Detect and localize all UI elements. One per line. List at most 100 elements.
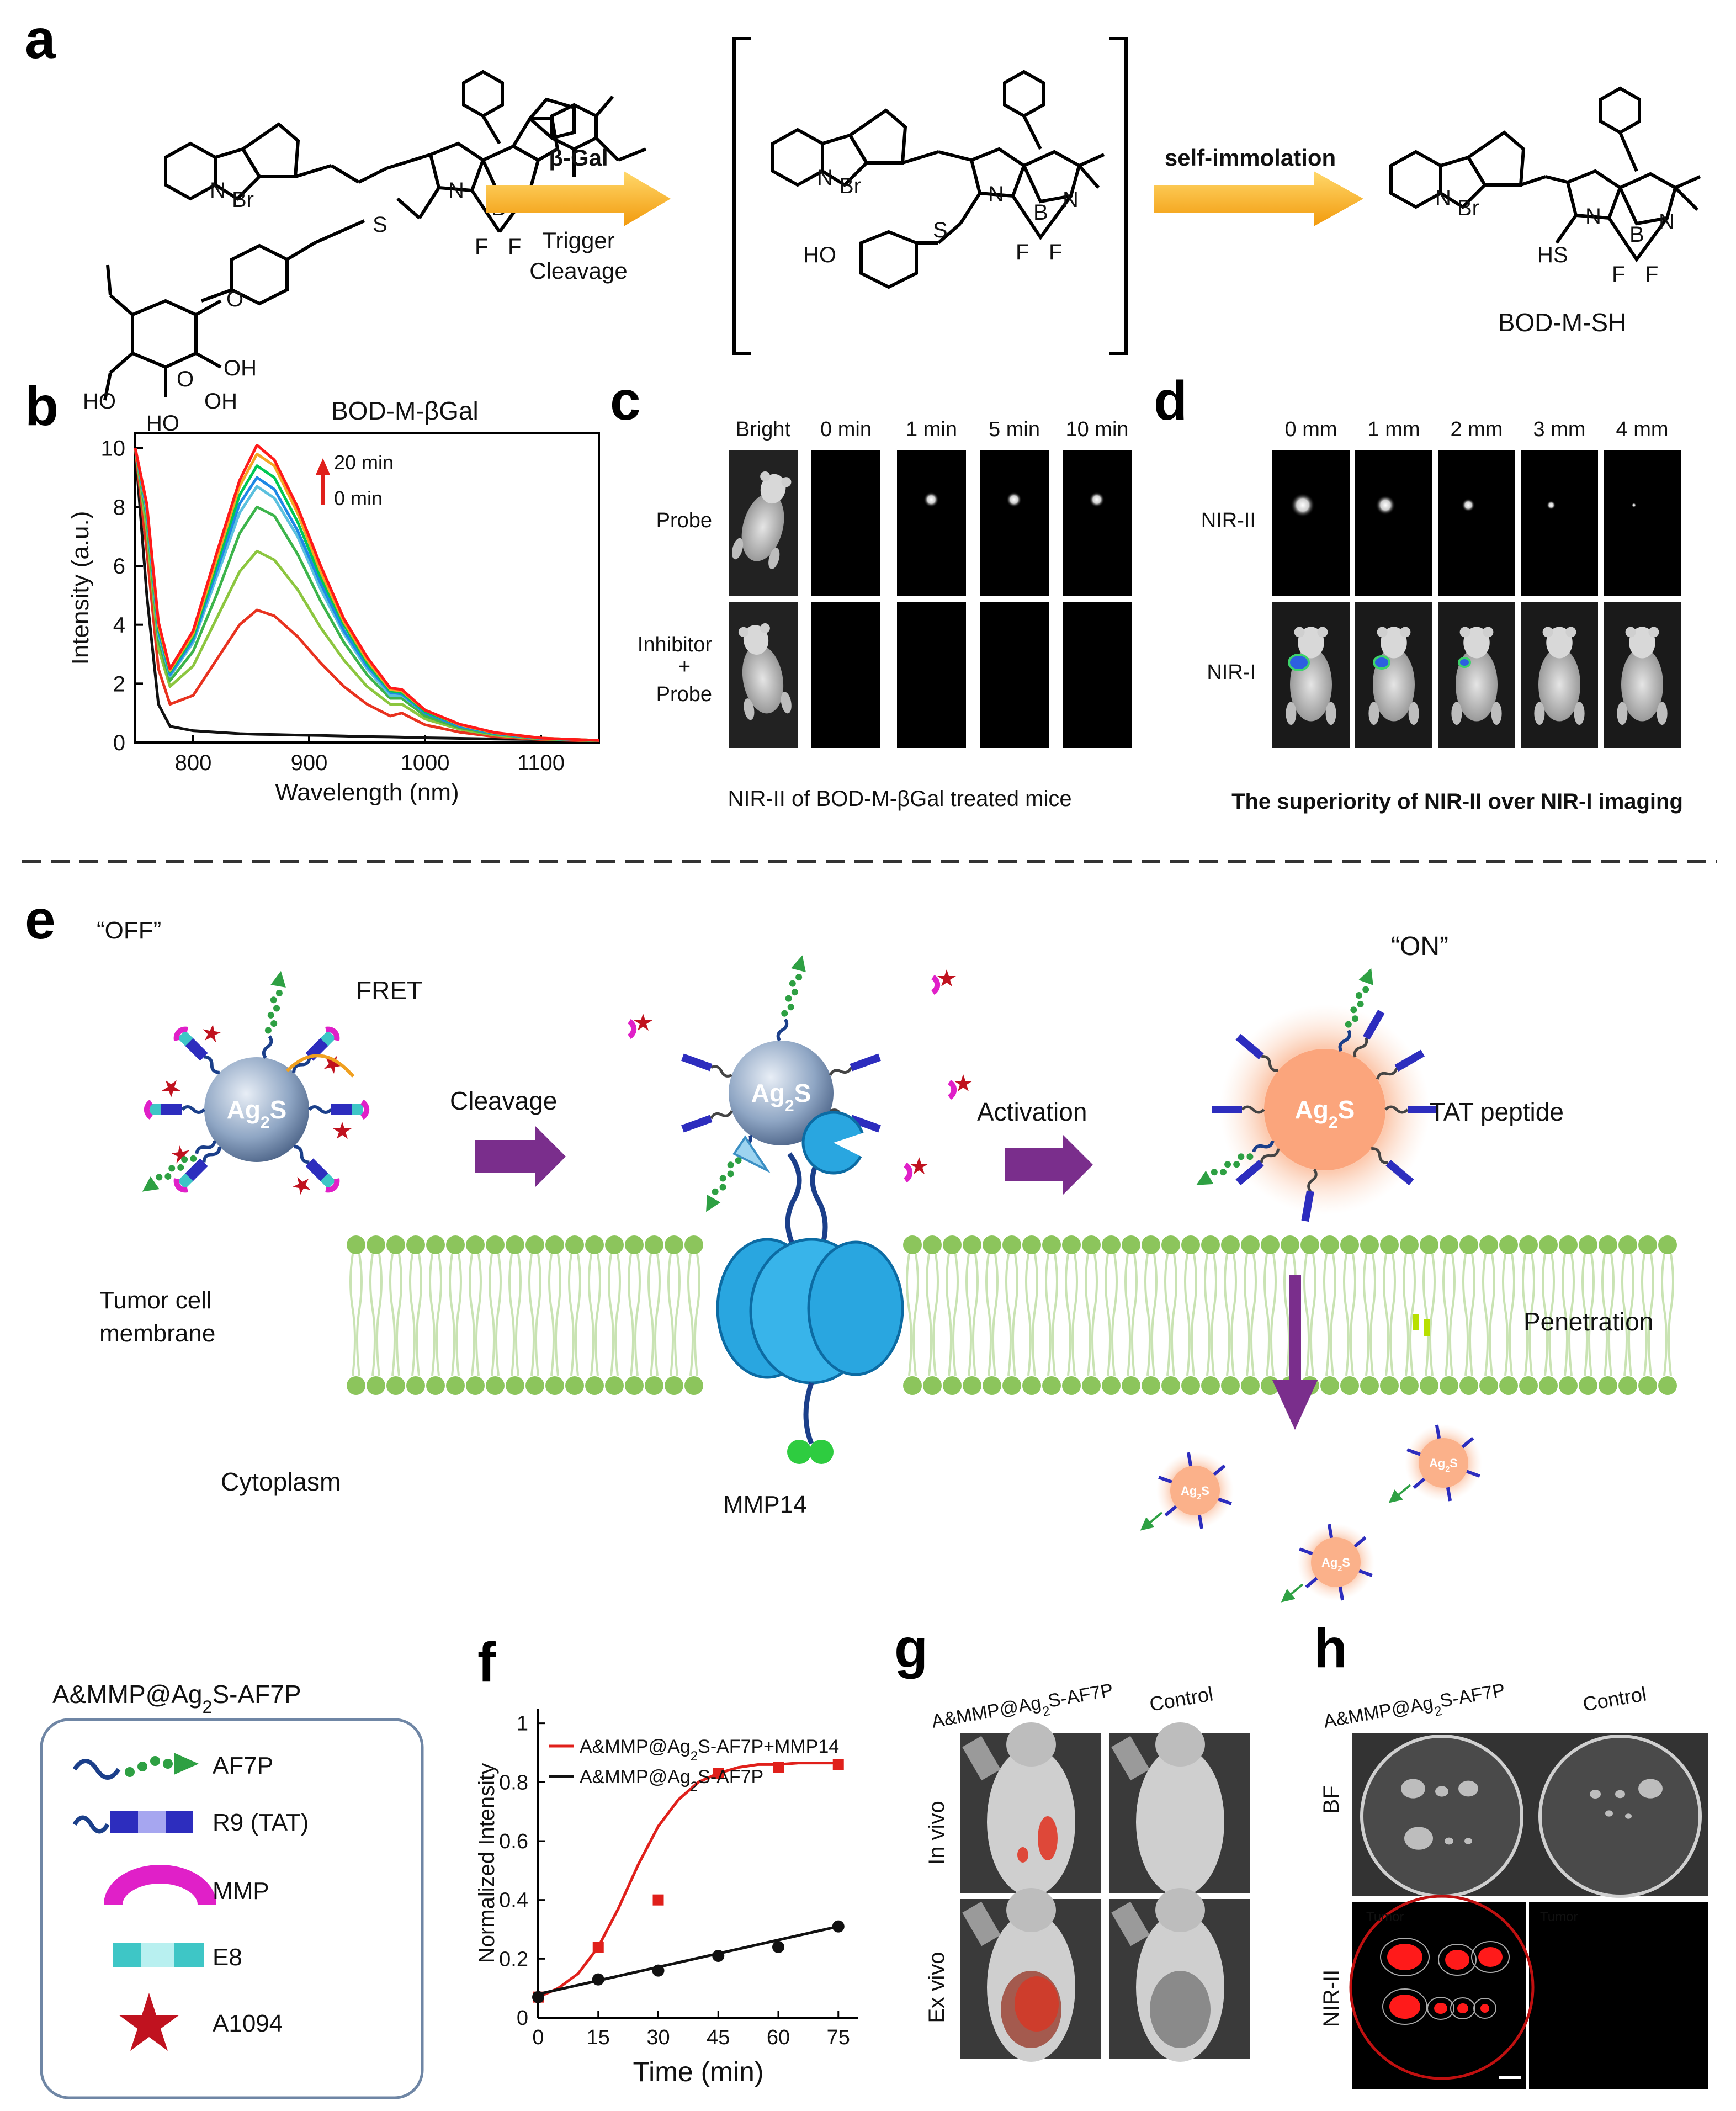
peptide-bead	[727, 1161, 734, 1169]
linker	[262, 1035, 273, 1059]
small-np-af7p	[1140, 1511, 1163, 1531]
lipid-tail	[469, 1254, 475, 1376]
peptide-bead	[791, 989, 798, 996]
h-dish-1	[1360, 1735, 1523, 1898]
reaction-arrow-2	[1154, 171, 1363, 226]
legend-entry-0: A&MMP@Ag2S-AF7P+MMP14	[580, 1736, 839, 1764]
mmp-arc	[360, 1099, 370, 1120]
small-np-ligand	[1164, 1505, 1177, 1517]
lipid-tail	[1403, 1254, 1409, 1376]
lipid-tail	[369, 1254, 376, 1376]
x-tick-label: 75	[827, 2026, 850, 2049]
off-label: “OFF”	[97, 917, 161, 944]
lipid-tail	[1608, 1254, 1615, 1376]
lipid-head-bottom	[545, 1376, 564, 1395]
h-organ	[1605, 1810, 1613, 1817]
legend-box: A&MMP@Ag2S-AF7P AF7P R9 (TAT) MMP E8 A10…	[40, 1680, 424, 2099]
lipid-head-bottom	[1579, 1376, 1597, 1395]
nanoparticle-label: Ag2S	[227, 1095, 287, 1132]
mmp-ligand	[307, 1099, 370, 1139]
lipid-tail	[1184, 1254, 1191, 1376]
lipid-tail	[455, 1254, 462, 1376]
intermediate-atoms: N Br N B F F N S HO	[803, 166, 1079, 267]
lipid-head-top	[665, 1235, 683, 1254]
molecule-1-atoms: N Br N B F F N S O O OH HO HO OH	[83, 178, 532, 436]
lipid-head-bottom	[1658, 1376, 1677, 1395]
data-point-circle	[832, 1920, 845, 1933]
mouse-ear	[760, 471, 771, 481]
lipid-tail	[647, 1254, 654, 1376]
small-np-ligand	[1338, 1586, 1345, 1601]
af7p-ligand	[142, 1141, 216, 1192]
lipid-tail	[475, 1254, 482, 1376]
c-row-label-probe-2: Probe	[656, 683, 712, 706]
lipid-tail	[1383, 1254, 1389, 1376]
y-tick-label: 0.4	[499, 1889, 528, 1912]
lipid-head-top	[565, 1235, 584, 1254]
ag2s-core	[729, 1041, 834, 1145]
lipid-head-top	[1161, 1235, 1180, 1254]
peptide-bead	[781, 1010, 788, 1017]
mouse-leg	[1617, 702, 1628, 725]
lipid-tail	[495, 1254, 502, 1376]
tat-ligand	[1384, 1105, 1438, 1114]
lipid-tail	[528, 1254, 535, 1376]
mouse-ear	[760, 623, 770, 633]
lipid-tail	[965, 1254, 972, 1376]
lipid-tail	[1369, 1254, 1376, 1376]
d-nir-i-signal	[1458, 657, 1471, 668]
lipid-tail	[1071, 1254, 1078, 1376]
lipid-head-bottom	[1618, 1376, 1637, 1395]
nanoparticle-label: Ag2S	[1429, 1456, 1458, 1474]
linker	[294, 1145, 310, 1164]
h-organ	[1625, 1813, 1632, 1819]
tat-block	[160, 1104, 182, 1115]
d-row-label-nir-ii: NIR-II	[1201, 509, 1256, 532]
mouse-paw-tape	[962, 1736, 1001, 1781]
peptide-bead	[270, 996, 277, 1004]
lipid-tail	[1489, 1254, 1495, 1376]
e8-block	[352, 1104, 363, 1115]
lipid-head-bottom	[585, 1376, 604, 1395]
tat-block	[331, 1104, 353, 1115]
h-dish-outline	[1349, 1895, 1535, 2080]
small-np-ligand	[1413, 1477, 1426, 1489]
lipid-head-top	[1658, 1235, 1677, 1254]
peptide-bead	[1224, 1161, 1231, 1168]
lipid-head-top	[1142, 1235, 1160, 1254]
x-tick-label: 45	[707, 2026, 730, 2049]
increase-arrow-head	[316, 458, 330, 475]
lipid-tail	[932, 1254, 939, 1376]
lipid-tail	[1230, 1254, 1237, 1376]
y-tick-label: 8	[113, 495, 125, 519]
lipid-tail	[1522, 1254, 1528, 1376]
peptide-bead	[168, 1165, 176, 1172]
tat-ligand	[1371, 1147, 1414, 1186]
lipid-head-bottom	[684, 1376, 703, 1395]
tat-ligand	[1235, 1148, 1280, 1186]
arrow-tip	[142, 1176, 160, 1192]
d-image-nir-ii	[1438, 450, 1515, 596]
c-column-label: 10 min	[1065, 418, 1128, 441]
lipid-tail	[1303, 1254, 1310, 1376]
lipid-tail	[548, 1254, 555, 1376]
peptide-bead	[270, 1020, 278, 1027]
c-image-probe	[980, 450, 1049, 596]
lipid-tail	[1482, 1254, 1489, 1376]
star-icon	[119, 1993, 179, 2051]
c-signal-spot	[1006, 492, 1022, 507]
e8-block	[150, 1104, 161, 1115]
panel-label-e: e	[25, 889, 56, 951]
tat-block	[1385, 1160, 1414, 1186]
linker	[1338, 1030, 1351, 1052]
lipid-head-bottom	[1161, 1376, 1180, 1395]
x-tick-label: 900	[291, 751, 328, 775]
spectrum-line-0	[134, 448, 599, 742]
atom-f-6: F	[1645, 262, 1658, 287]
data-point-square	[592, 1942, 604, 1953]
x-axis-label: Time (min)	[633, 2056, 763, 2087]
peptide-bead	[787, 1004, 794, 1011]
mouse-body	[741, 493, 784, 561]
atom-ho-2: HO	[146, 411, 179, 436]
